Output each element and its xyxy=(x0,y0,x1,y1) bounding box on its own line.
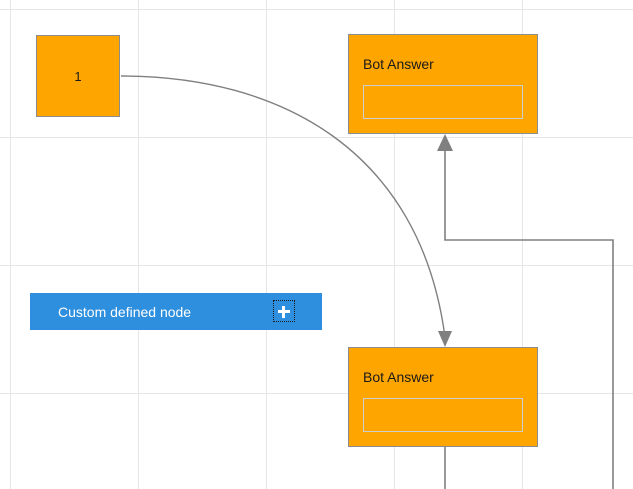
custom-defined-node-bar[interactable]: Custom defined node xyxy=(30,293,322,330)
edge-orthogonal-path xyxy=(444,146,614,489)
bot-answer-node-bottom[interactable]: Bot Answer xyxy=(348,347,538,447)
arrowhead-up-icon xyxy=(437,134,453,151)
plus-icon[interactable] xyxy=(273,300,295,322)
start-node-label: 1 xyxy=(74,68,82,84)
bot-answer-bottom-slot[interactable] xyxy=(363,398,523,432)
edge-start-to-bot-answer-bottom[interactable] xyxy=(120,75,452,347)
bot-answer-bottom-title: Bot Answer xyxy=(363,369,434,385)
start-node[interactable]: 1 xyxy=(36,35,120,117)
arrowhead-down-icon xyxy=(438,331,452,347)
bot-answer-node-top[interactable]: Bot Answer xyxy=(348,34,538,134)
edge-curve-path xyxy=(120,75,446,338)
custom-defined-node-label: Custom defined node xyxy=(58,303,192,320)
bot-answer-top-slot[interactable] xyxy=(363,85,523,119)
plus-icon-vertical-bar xyxy=(282,306,285,318)
edge-loop-to-bot-answer-top[interactable] xyxy=(437,134,614,489)
bot-answer-top-title: Bot Answer xyxy=(363,56,434,72)
